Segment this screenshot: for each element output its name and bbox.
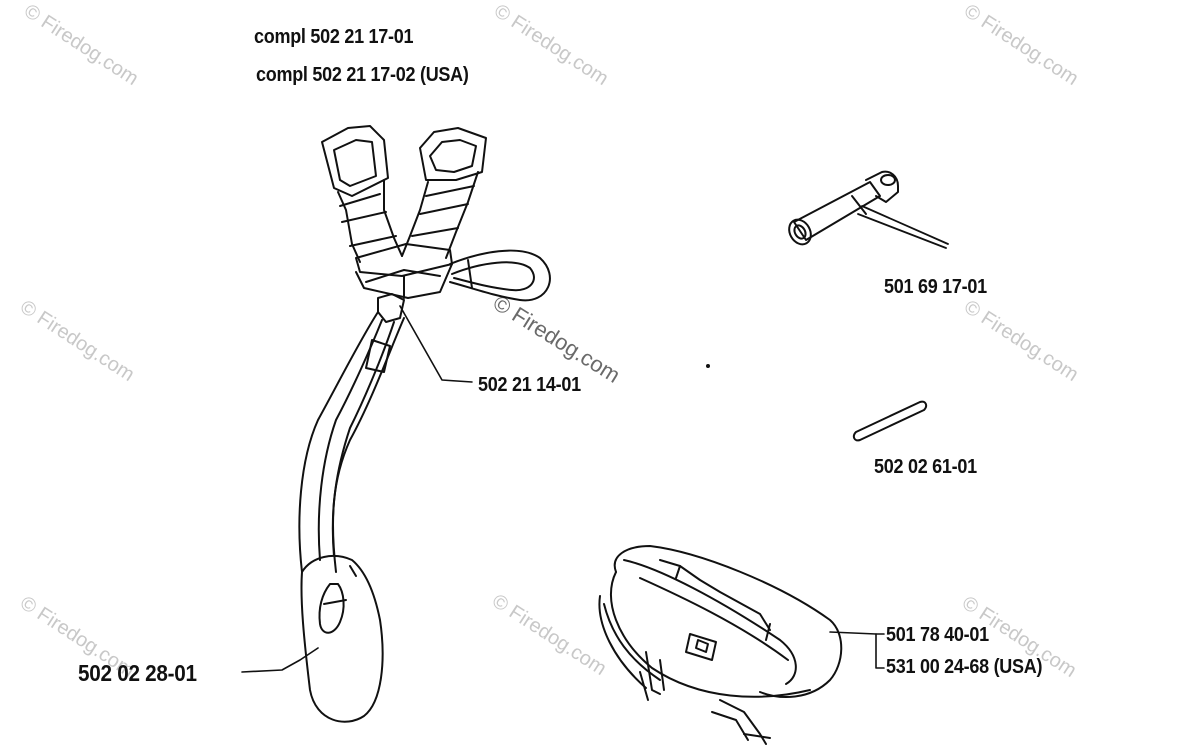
belt-part-label: 501 78 40-01 <box>886 624 989 646</box>
belt-illustration <box>598 545 885 745</box>
pin-illustration <box>852 400 928 442</box>
harness-compl-usa-label: compl 502 21 17-02 (USA) <box>256 64 469 86</box>
buckle-part-label: 502 21 14-01 <box>478 374 581 396</box>
harness-compl-label: compl 502 21 17-01 <box>254 26 414 48</box>
hip-pad-part-label: 502 02 28-01 <box>78 660 197 686</box>
harness-illustration <box>241 125 551 723</box>
combination-wrench-illustration <box>788 170 949 249</box>
combination-wrench-label: 501 69 17-01 <box>884 276 987 298</box>
pin-label: 502 02 61-01 <box>874 456 977 478</box>
belt-part-usa-label: 531 00 24-68 (USA) <box>886 656 1043 678</box>
